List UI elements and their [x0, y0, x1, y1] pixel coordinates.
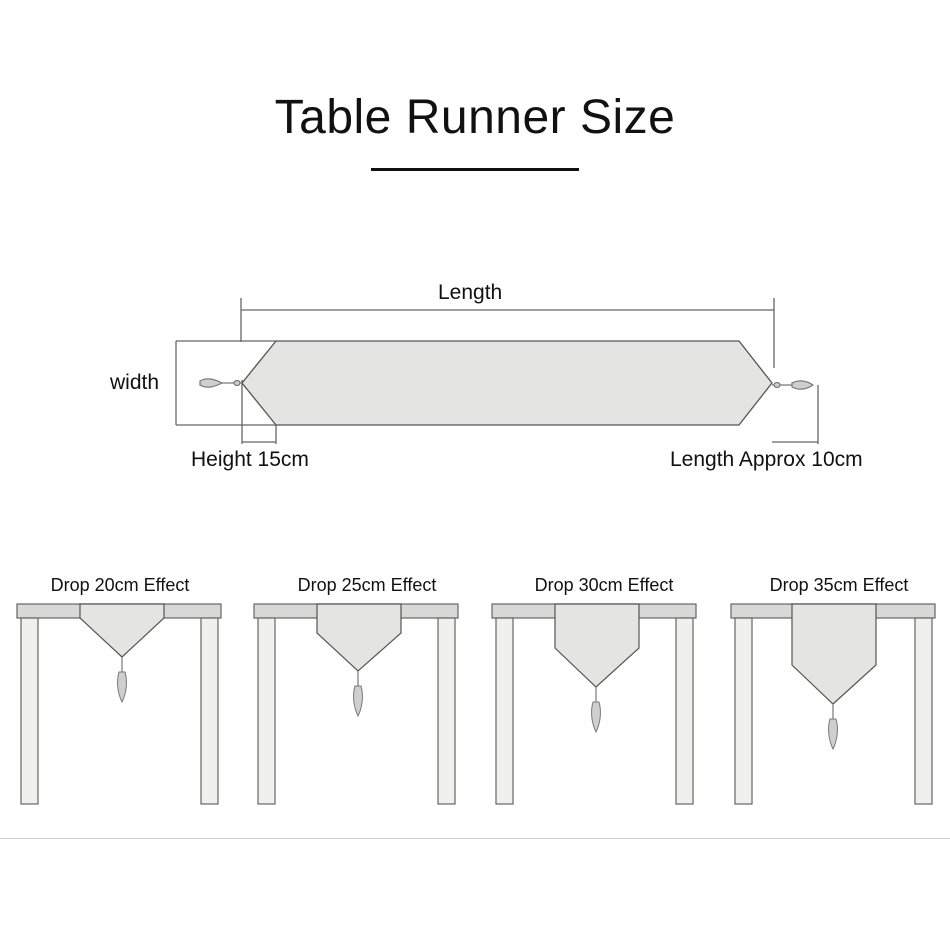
drop-20-label: Drop 20cm Effect — [50, 575, 190, 595]
tassel — [117, 671, 127, 704]
bottom-divider — [0, 838, 950, 839]
table-drop-30 — [491, 603, 697, 805]
drop-25-label: Drop 25cm Effect — [297, 575, 437, 595]
runner-drop — [791, 603, 877, 705]
height-dimension — [241, 380, 277, 444]
table-drop-20 — [16, 603, 222, 805]
tassel — [353, 685, 363, 718]
runner-drop — [554, 603, 640, 688]
table-drop-25 — [253, 603, 459, 805]
table-drop-35 — [730, 603, 936, 805]
drop-35-label: Drop 35cm Effect — [769, 575, 909, 595]
length-dimension — [240, 298, 775, 368]
left-tassel — [199, 378, 242, 388]
runner-body — [241, 340, 773, 426]
height-label: Height 15cm — [191, 448, 309, 471]
tassel-length-label: Length Approx 10cm — [670, 448, 863, 471]
tassel — [828, 718, 838, 751]
title-underline — [371, 168, 579, 171]
table-leg-right — [675, 617, 694, 805]
tassel-dimension — [772, 385, 819, 444]
table-leg-left — [20, 617, 39, 805]
table-leg-left — [495, 617, 514, 805]
drop-30-label: Drop 30cm Effect — [534, 575, 674, 595]
table-leg-right — [200, 617, 219, 805]
table-leg-left — [734, 617, 753, 805]
table-leg-right — [914, 617, 933, 805]
runner-drop — [79, 603, 165, 658]
table-leg-left — [257, 617, 276, 805]
length-label: Length — [438, 281, 503, 304]
width-dimension — [175, 340, 276, 426]
tassel — [591, 701, 601, 734]
width-label: width — [110, 371, 160, 394]
right-tassel — [772, 380, 815, 390]
runner-drop — [316, 603, 402, 672]
table-leg-right — [437, 617, 456, 805]
page-title: Table Runner Size — [274, 91, 676, 144]
